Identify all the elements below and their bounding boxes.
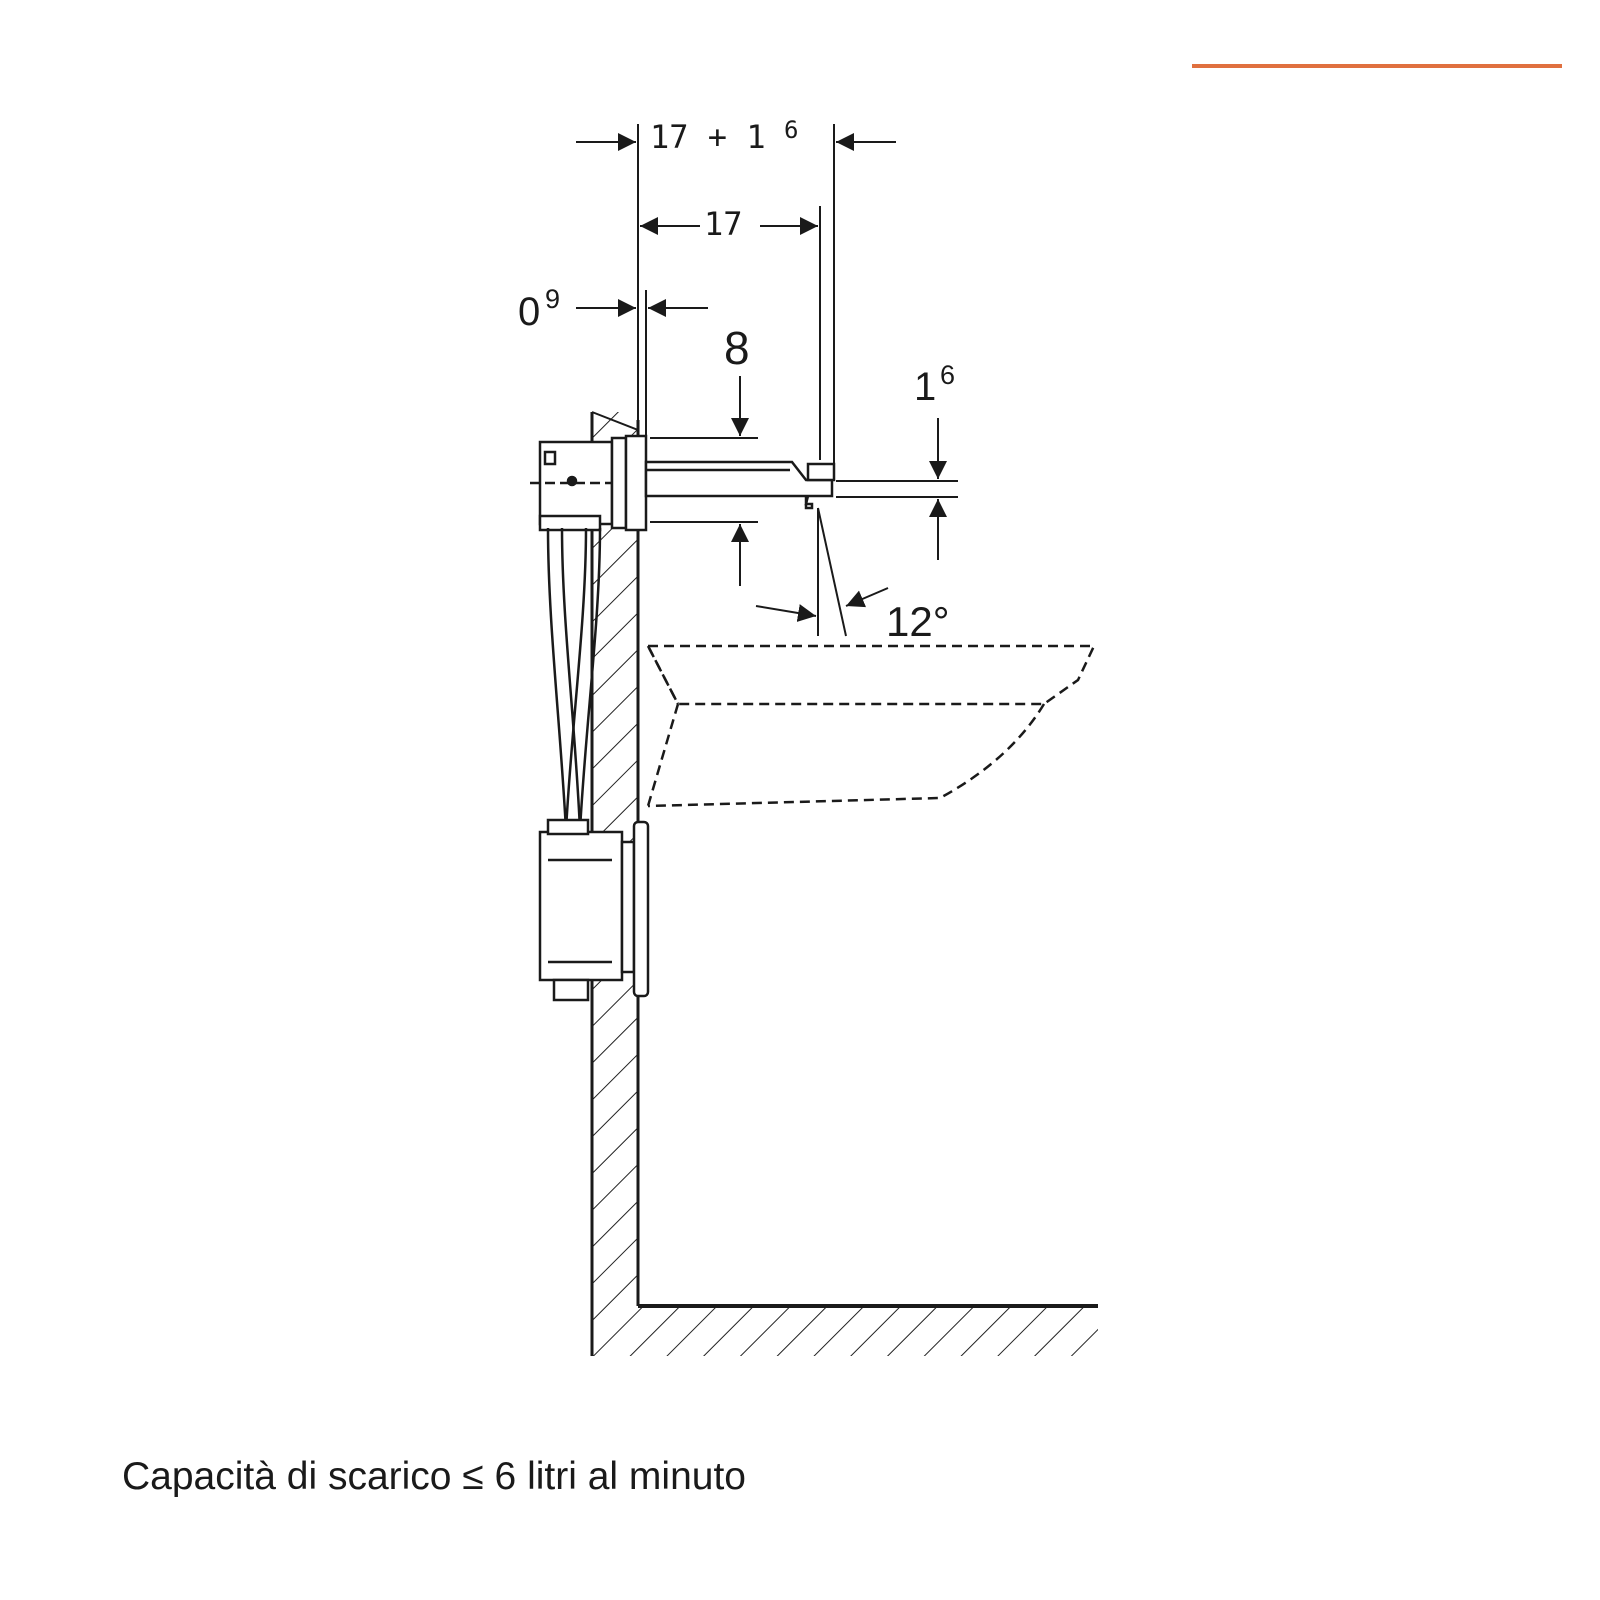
hoses [546, 527, 602, 831]
dim-spray-angle: 12° [755, 507, 950, 645]
label-spout-length: 17 [704, 205, 743, 243]
label-spray-angle: 12° [886, 598, 950, 645]
dim-spout-length: 17 [640, 205, 821, 460]
dim-plate-thickness: 0 9 [518, 284, 708, 436]
dim-total-width: 17 + 1 6 [576, 116, 896, 464]
flow-capacity-caption: Capacità di scarico ≤ 6 litri al minuto [122, 1455, 746, 1498]
spout [644, 460, 836, 510]
mixing-box [530, 434, 648, 532]
accent-rule [1192, 64, 1562, 68]
label-total-width: 17 + 1 [650, 118, 766, 156]
dim-spout-height: 8 [650, 322, 758, 586]
label-plate-thickness-sup: 9 [545, 284, 560, 314]
label-outlet-height: 1 [914, 365, 936, 409]
control-box [538, 818, 650, 1002]
floor [638, 1304, 1098, 1356]
label-total-width-sup: 6 [784, 116, 798, 144]
dim-outlet-height: 1 6 [836, 360, 958, 560]
label-outlet-height-sup: 6 [940, 360, 955, 390]
label-spout-height: 8 [724, 322, 750, 374]
label-plate-thickness: 0 [518, 290, 540, 334]
washbasin [645, 644, 1096, 808]
